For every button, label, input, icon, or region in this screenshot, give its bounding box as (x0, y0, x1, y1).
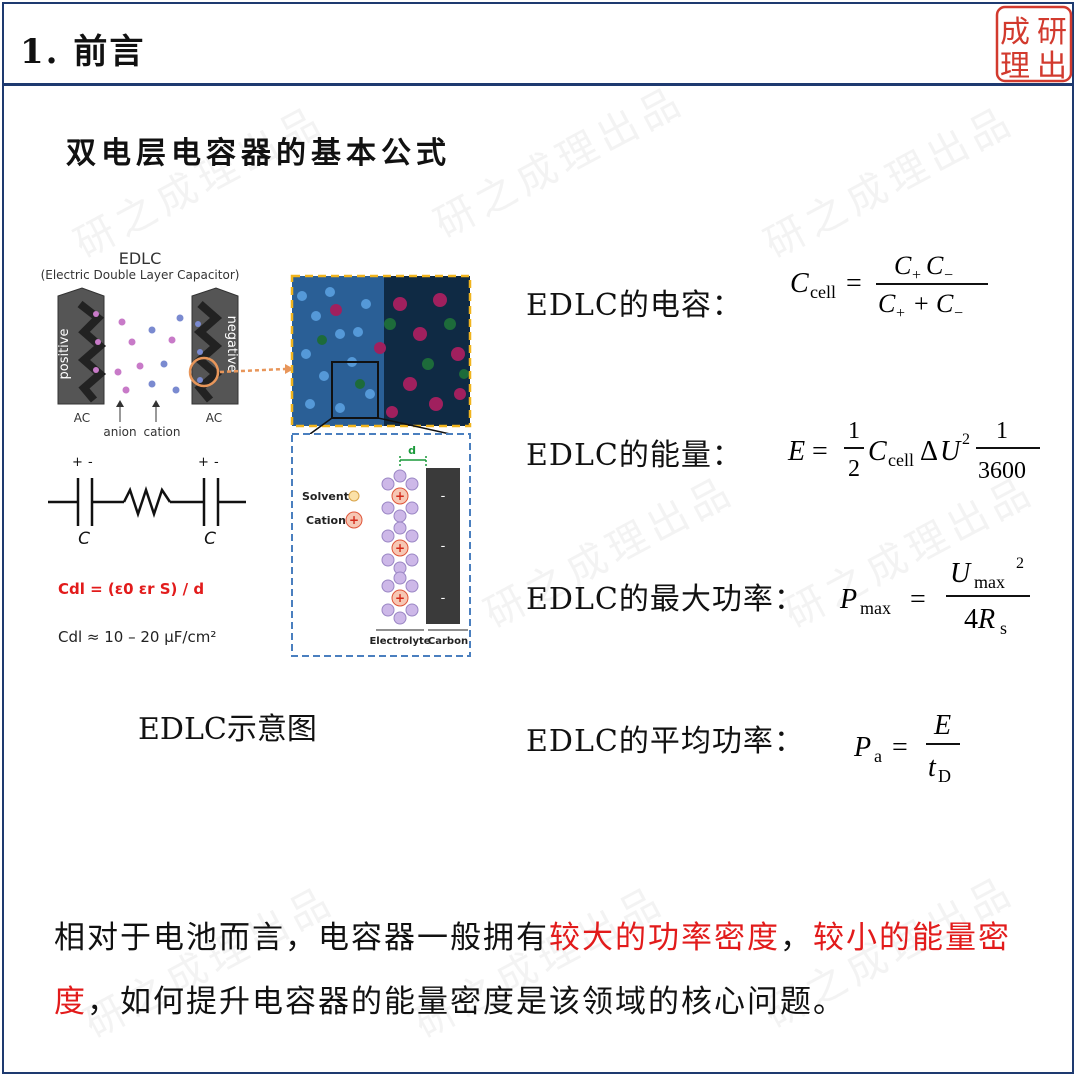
svg-text:P: P (839, 584, 857, 615)
svg-text:Cation: Cation (306, 514, 346, 527)
svg-text:negative: negative (224, 316, 239, 373)
svg-text:出: 出 (1037, 49, 1067, 84)
svg-text:-: - (214, 455, 219, 470)
svg-text:a: a (874, 746, 882, 766)
svg-text:3600: 3600 (978, 458, 1026, 484)
highlight-energy-density: 较小的能量密度 (54, 920, 1011, 1020)
svg-text:C: C (926, 251, 944, 280)
svg-text:C: C (868, 436, 887, 467)
edlc-diagram: EDLC (Electric Double Layer Capacitor) p… (41, 249, 472, 657)
svg-text:EDLC: EDLC (119, 249, 162, 268)
svg-text:(Electric Double Layer Capacit: (Electric Double Layer Capacitor) (41, 268, 240, 282)
svg-text:C: C (936, 289, 954, 318)
svg-text:-: - (441, 539, 446, 554)
summary-paragraph: 相对于电池而言，电容器一般拥有较大的功率密度，较小的能量密度，如何提升电容器的能… (54, 906, 1054, 1034)
svg-text:C: C (204, 529, 216, 549)
svg-text:cell: cell (888, 450, 914, 470)
svg-text:Solvent: Solvent (302, 490, 349, 503)
svg-text:-: - (88, 455, 93, 470)
formula-label-max-power: EDLC的最大功率： (526, 582, 805, 617)
svg-text:E: E (933, 710, 951, 741)
svg-text:+: + (395, 541, 405, 555)
formula-label-avg-power: EDLC的平均功率： (526, 724, 805, 759)
svg-text:+: + (198, 455, 209, 470)
svg-text:理: 理 (1000, 49, 1030, 84)
svg-text:1: 1 (848, 418, 860, 444)
svg-text:+: + (72, 455, 83, 470)
svg-text:1: 1 (996, 418, 1008, 444)
formula-label-capacitance: EDLC的电容： (526, 288, 743, 323)
energy-formula: E = 1 2 C cell Δ U 2 1 3600 (787, 418, 1040, 484)
page-title: 1. 前言 (20, 32, 146, 72)
svg-text:C: C (894, 251, 912, 280)
svg-text:=: = (846, 268, 862, 299)
svg-text:anion: anion (103, 425, 136, 439)
svg-text:cation: cation (144, 425, 181, 439)
svg-text:成: 成 (1000, 15, 1030, 50)
svg-text:=: = (910, 584, 926, 615)
svg-text:max: max (974, 572, 1005, 592)
svg-text:=: = (812, 436, 828, 467)
svg-text:d: d (408, 444, 416, 457)
diagram-caption: EDLC示意图 (138, 712, 317, 747)
svg-text:U: U (940, 436, 962, 467)
svg-text:2: 2 (962, 431, 970, 448)
svg-text:Electrolyte: Electrolyte (369, 636, 430, 647)
seal-logo: 成 研 理 出 (995, 5, 1073, 84)
svg-text:t: t (928, 752, 937, 783)
svg-text:positive: positive (57, 329, 72, 380)
summary-text: 相对于电池而言，电容器一般拥有 (54, 920, 549, 956)
svg-text:2: 2 (1016, 555, 1024, 572)
highlight-power-density: 较大的功率密度 (549, 920, 780, 956)
svg-text:-: - (441, 591, 446, 606)
summary-text: ，如何提升电容器的能量密度是该领域的核心问题。 (87, 984, 846, 1020)
svg-text:AC: AC (206, 411, 222, 425)
svg-text:研: 研 (1037, 15, 1067, 50)
svg-text:Cdl = (ε0 εr S) / d: Cdl = (ε0 εr S) / d (58, 580, 204, 598)
max-power-formula: P max = U max 2 4R s (839, 555, 1030, 636)
svg-text:−: − (944, 267, 953, 284)
svg-text:Cdl ≈ 10 – 20 μF/cm²: Cdl ≈ 10 – 20 μF/cm² (58, 628, 216, 646)
svg-text:4R: 4R (964, 604, 995, 635)
svg-text:E: E (787, 436, 805, 467)
slide-header: 1. 前言 (2, 2, 1074, 86)
svg-text:2: 2 (848, 456, 860, 482)
svg-text:cell: cell (810, 282, 836, 302)
svg-text:Δ: Δ (920, 436, 938, 467)
svg-text:max: max (860, 598, 891, 618)
formula-label-energy: EDLC的能量： (526, 438, 743, 473)
svg-text:−: − (954, 305, 963, 322)
svg-text:+: + (395, 591, 405, 605)
section-subtitle: 双电层电容器的基本公式 (66, 136, 451, 171)
svg-text:C: C (878, 289, 896, 318)
svg-text:+: + (349, 513, 359, 527)
svg-text:-: - (441, 489, 446, 504)
svg-text:s: s (1000, 618, 1007, 636)
svg-text:U: U (950, 558, 972, 589)
svg-text:+: + (912, 267, 921, 284)
svg-text:+: + (896, 305, 905, 322)
svg-text:C: C (78, 529, 90, 549)
svg-text:Carbon: Carbon (428, 636, 468, 647)
summary-text: ， (780, 920, 813, 956)
svg-text:C: C (790, 268, 809, 299)
svg-text:D: D (938, 766, 951, 786)
solvated-cation-group: + + + (381, 469, 419, 625)
svg-text:+: + (914, 289, 929, 318)
capacitance-formula: C cell = C + C − C + + C − (790, 251, 988, 322)
svg-text:AC: AC (74, 411, 90, 425)
avg-power-formula: P a = E t D (853, 710, 960, 786)
svg-text:=: = (892, 732, 908, 763)
svg-text:+: + (395, 489, 405, 503)
svg-text:P: P (853, 732, 871, 763)
